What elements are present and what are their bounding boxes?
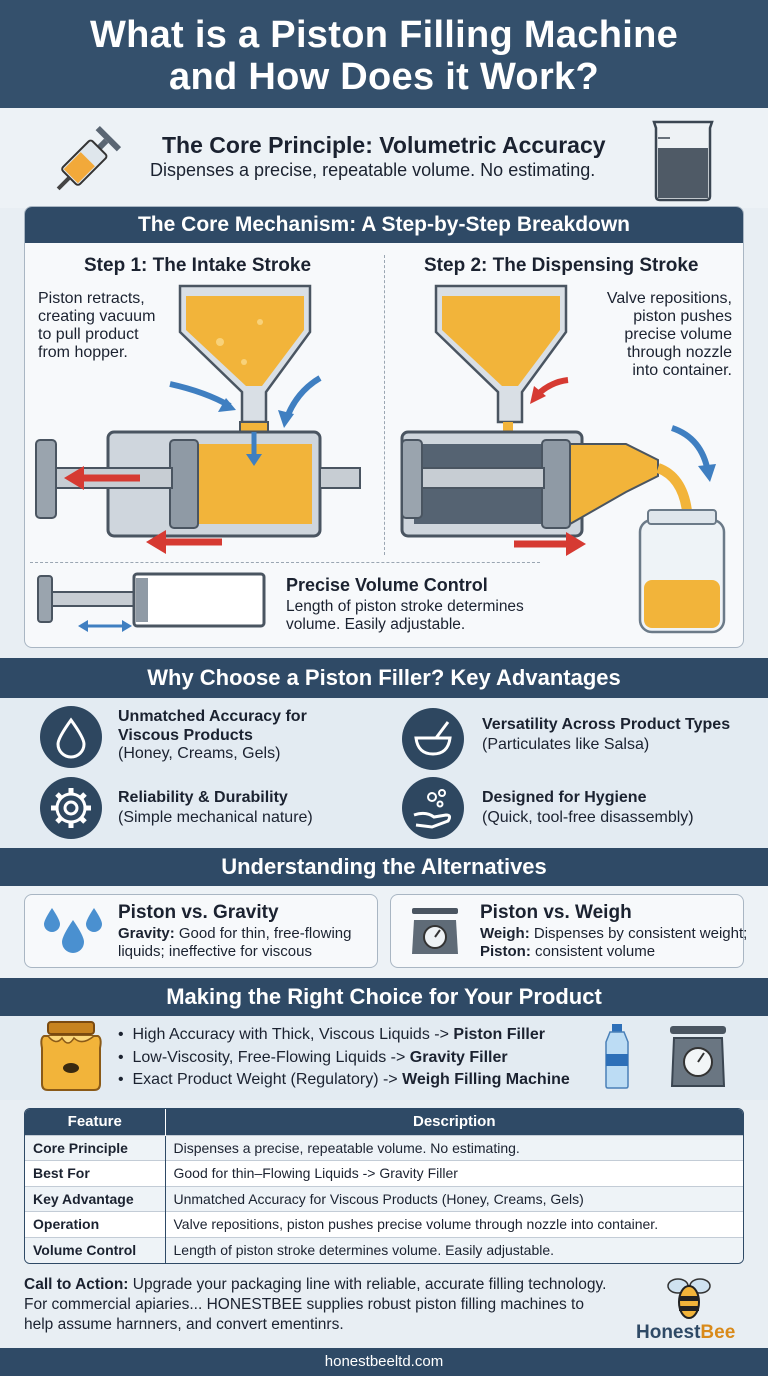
dispensing-stroke-diagram bbox=[400, 284, 726, 634]
principle-title: The Core Principle: Volumetric Accuracy bbox=[162, 132, 606, 158]
gravity-description: Gravity: Good for thin, free-flowing liq… bbox=[118, 925, 352, 960]
choice-list: • High Accuracy with Thick, Viscous Liqu… bbox=[118, 1026, 570, 1088]
gear-icon bbox=[40, 777, 102, 839]
step2-title: Step 2: The Dispensing Stroke bbox=[424, 255, 699, 276]
advantage-2-desc: (Particulates like Salsa) bbox=[482, 736, 650, 753]
step-divider bbox=[384, 255, 385, 555]
droplet-icon bbox=[40, 706, 102, 768]
table-header-feature: Feature bbox=[25, 1109, 166, 1135]
principle-subtitle: Dispenses a precise, repeatable volume. … bbox=[150, 160, 596, 180]
volume-title: Precise Volume Control bbox=[286, 575, 488, 595]
bowl-icon bbox=[402, 708, 464, 770]
volume-divider bbox=[30, 562, 540, 563]
beaker-icon bbox=[652, 120, 714, 202]
weighing-scale-icon bbox=[670, 1026, 726, 1087]
weigh-title: Piston vs. Weigh bbox=[480, 902, 632, 923]
advantages-title: Why Choose a Piston Filler? Key Advantag… bbox=[0, 658, 768, 698]
choice-title: Making the Right Choice for Your Product bbox=[0, 978, 768, 1016]
intake-stroke-diagram bbox=[35, 284, 361, 554]
core-principle-section: The Core Principle: Volumetric Accuracy … bbox=[0, 108, 768, 208]
call-to-action: Call to Action: Upgrade your packaging l… bbox=[24, 1276, 607, 1333]
syringe-scale-diagram bbox=[37, 572, 266, 632]
step2-description: Valve repositions, piston pushes precise… bbox=[606, 290, 732, 379]
advantage-3-title: Reliability & Durability bbox=[118, 789, 288, 806]
water-drops-icon bbox=[44, 908, 102, 953]
scale-icon bbox=[412, 908, 458, 954]
title-line-1: What is a Piston Filling Machine bbox=[89, 14, 679, 56]
advantage-4-title: Designed for Hygiene bbox=[482, 789, 647, 806]
alternatives-title: Understanding the Alternatives bbox=[0, 848, 768, 886]
brand-name: HonestBee bbox=[636, 1322, 736, 1343]
advantage-1-desc: (Honey, Creams, Gels) bbox=[118, 745, 281, 762]
weigh-description: Weigh: Dispenses by consistent weight; P… bbox=[480, 925, 748, 960]
advantages-section bbox=[0, 698, 768, 848]
syringe-icon bbox=[56, 125, 122, 191]
page-header: What is a Piston Filling Machine and How… bbox=[0, 0, 768, 108]
mechanism-title: The Core Mechanism: A Step-by-Step Break… bbox=[25, 207, 743, 243]
water-bottle-icon bbox=[605, 1024, 629, 1089]
volume-description: Length of piston stroke determines volum… bbox=[286, 598, 524, 633]
honey-jar-icon bbox=[40, 1021, 102, 1091]
step1-description: Piston retracts, creating vacuum to pull… bbox=[38, 290, 156, 361]
choice-section bbox=[0, 1016, 768, 1100]
hand-bubbles-icon bbox=[402, 777, 464, 839]
footer-url[interactable]: honestbeeltd.com bbox=[0, 1348, 768, 1376]
bee-logo-icon bbox=[667, 1278, 711, 1319]
advantage-3-desc: (Simple mechanical nature) bbox=[118, 809, 313, 826]
advantage-1-title: Unmatched Accuracy for Viscous Products bbox=[118, 708, 307, 744]
step1-title: Step 1: The Intake Stroke bbox=[84, 255, 312, 276]
gravity-card bbox=[24, 894, 378, 968]
gravity-title: Piston vs. Gravity bbox=[118, 902, 279, 923]
title-line-2: and How Does it Work? bbox=[169, 56, 599, 98]
advantage-4-desc: (Quick, tool-free disassembly) bbox=[482, 809, 694, 826]
advantage-2-title: Versatility Across Product Types bbox=[482, 716, 731, 733]
table-header-description: Description bbox=[165, 1109, 743, 1135]
